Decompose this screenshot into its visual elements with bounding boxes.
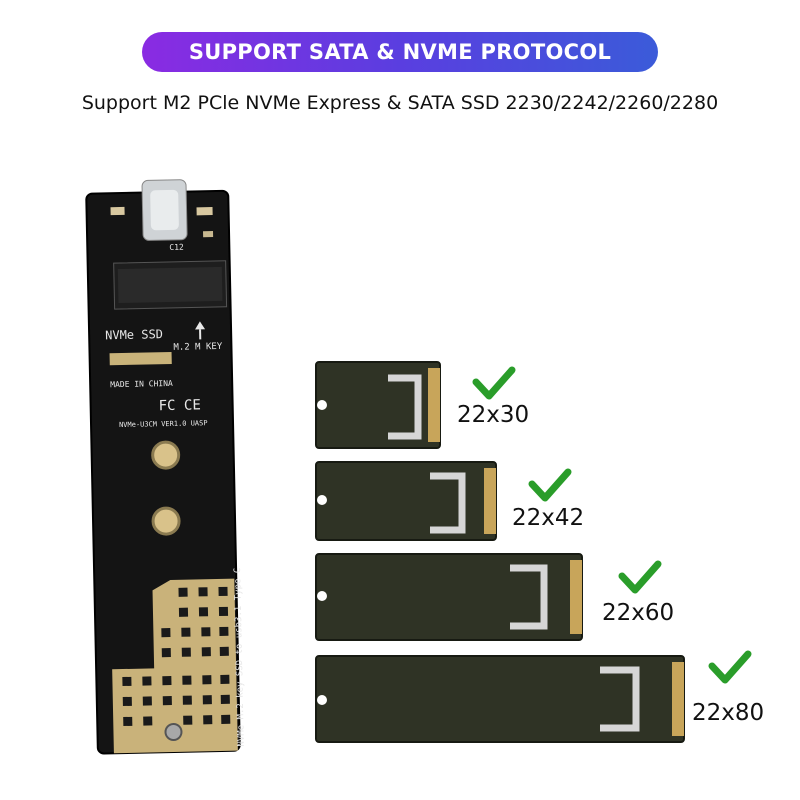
- check-icon: [708, 650, 752, 684]
- subtitle: Support M2 PCle NVMe Express & SATA SSD …: [81, 92, 719, 114]
- size-label-2230: 22x30: [457, 402, 530, 428]
- silkscreen-mkey: M.2 M KEY: [173, 342, 223, 353]
- check-icon: [618, 560, 662, 594]
- ssd-2230: [315, 361, 441, 449]
- enclosure-board: C12 NVMe SSD M.2 M KEY MADE IN CHINA FC …: [85, 179, 247, 755]
- protocol-banner: SUPPORT SATA & NVME PROTOCOL: [142, 32, 658, 72]
- silkscreen-side-text: NVMe M.2 key SSD to usb3.1 Type-C: [233, 568, 247, 747]
- ssd-2242: [315, 461, 497, 541]
- silkscreen-version: NVMe-U3CM VER1.0 UASP: [119, 419, 208, 429]
- check-icon: [528, 468, 572, 502]
- silkscreen-nvme-ssd: NVMe SSD: [105, 327, 163, 342]
- check-icon: [472, 366, 516, 400]
- silkscreen-fc-ce: FC CE: [158, 397, 200, 414]
- thermal-pad: [112, 578, 238, 754]
- silkscreen-made-in-china: MADE IN CHINA: [110, 379, 173, 389]
- standoff-hole: [151, 506, 181, 536]
- ssd-2260: [315, 553, 583, 641]
- silkscreen-c12: C12: [169, 243, 184, 252]
- size-label-2260: 22x60: [602, 600, 675, 626]
- standoff-hole: [151, 440, 181, 470]
- size-label-2280: 22x80: [692, 700, 765, 726]
- size-label-2242: 22x42: [512, 505, 585, 531]
- ssd-2280: [315, 655, 685, 743]
